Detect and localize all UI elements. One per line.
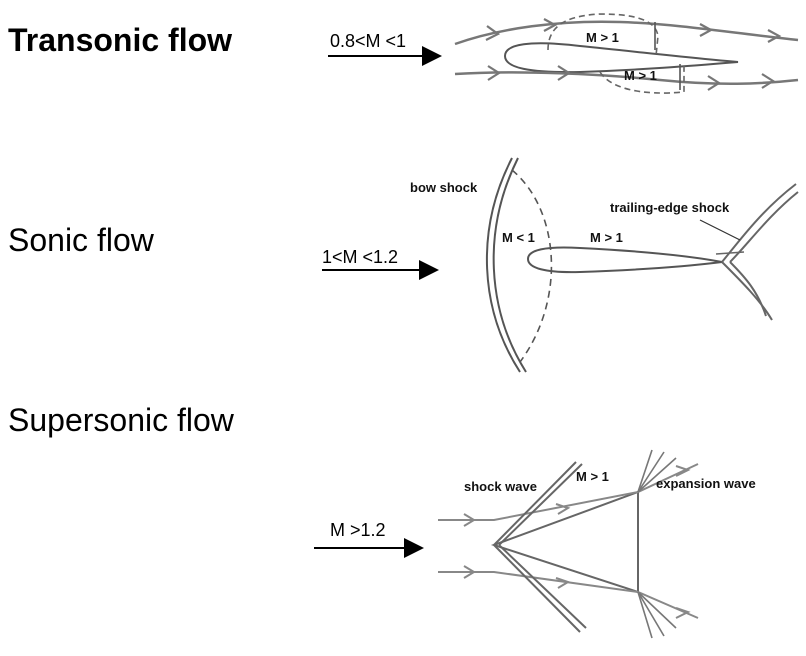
te-shock-leader <box>699 219 741 241</box>
expansion-waves <box>637 449 677 639</box>
sonic-subsonic-label: M < 1 <box>502 230 535 245</box>
bow-shock-line-outer <box>485 157 521 373</box>
transonic-title: Transonic flow <box>8 22 233 58</box>
trailing-edge-shock-label: trailing-edge shock <box>610 200 730 215</box>
bow-shock-label: bow shock <box>410 180 478 195</box>
te-shock-lower-2 <box>729 261 767 317</box>
transonic-streamline-upper <box>454 20 799 46</box>
sonic-subsonic-region <box>511 169 553 363</box>
sonic-supersonic-label: M > 1 <box>590 230 623 245</box>
transonic-label-lower: M > 1 <box>624 68 657 83</box>
supersonic-title: Supersonic flow <box>8 402 234 438</box>
te-shock-lower-1 <box>721 261 773 321</box>
shock-wave-label: shock wave <box>464 479 537 494</box>
sonic-diagram: 1<M <1.2 bow shock M < 1 M > 1 trailing-… <box>322 157 799 373</box>
te-shock-upper-2 <box>729 191 799 263</box>
diamond-airfoil <box>490 490 639 594</box>
transonic-diagram: 0.8<M <1 M > 1 M > 1 <box>328 13 799 94</box>
supersonic-region-label: M > 1 <box>576 469 609 484</box>
transonic-condition: 0.8<M <1 <box>330 31 406 51</box>
transonic-airfoil <box>503 42 739 74</box>
transonic-sonic-region-upper <box>547 13 659 57</box>
sonic-title: Sonic flow <box>8 222 154 258</box>
te-shock-upper-1 <box>721 183 797 263</box>
sonic-airfoil <box>526 246 723 274</box>
transonic-flow-chevrons <box>485 18 782 91</box>
transonic-label-upper: M > 1 <box>586 30 619 45</box>
bow-shock-line-inner <box>492 157 527 373</box>
supersonic-diagram: M >1.2 <box>314 449 756 639</box>
expansion-wave-label: expansion wave <box>656 476 756 491</box>
leading-edge-shocks <box>493 461 587 633</box>
supersonic-streamlines <box>438 463 699 619</box>
transonic-streamline-lower <box>454 71 799 86</box>
supersonic-condition: M >1.2 <box>330 520 386 540</box>
te-shock-inner <box>715 251 745 255</box>
sonic-condition: 1<M <1.2 <box>322 247 398 267</box>
